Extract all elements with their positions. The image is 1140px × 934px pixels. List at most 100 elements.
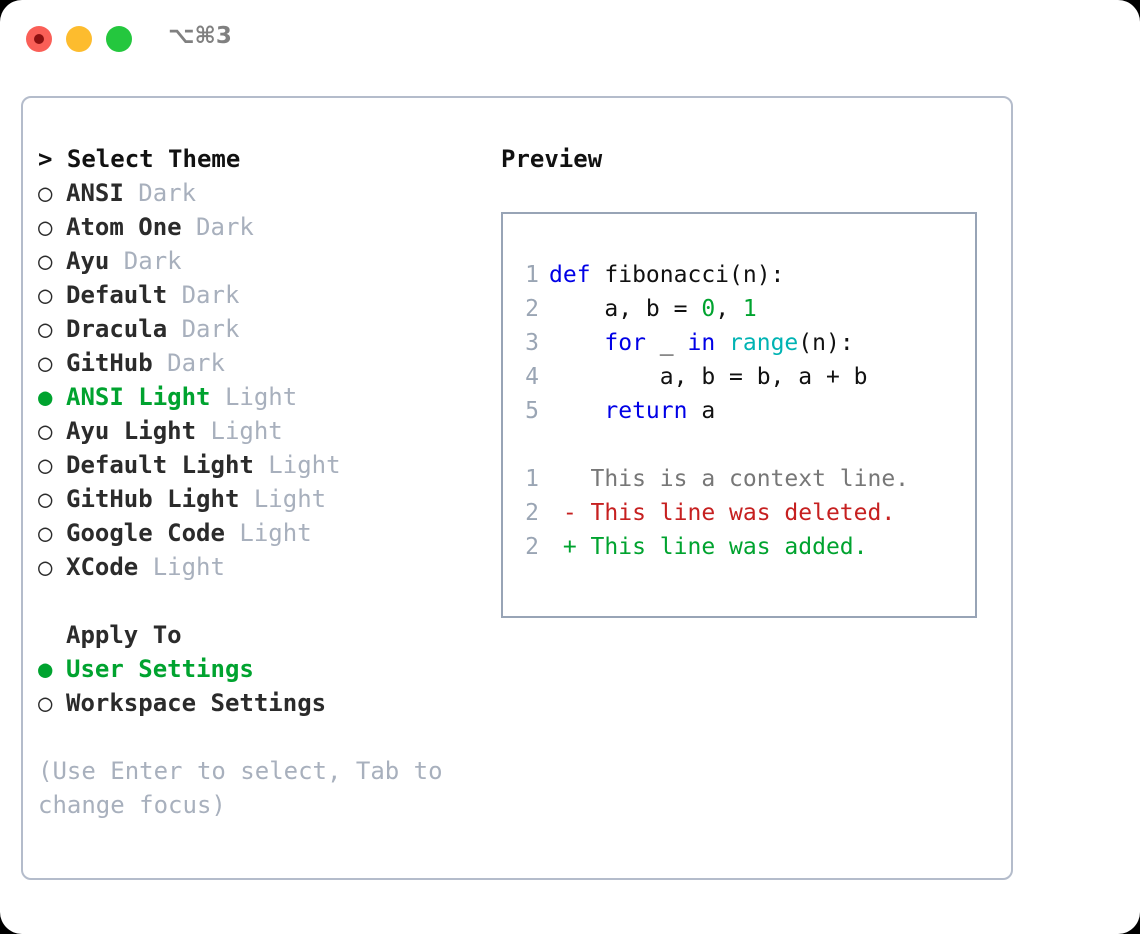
line-number: 2 xyxy=(525,296,539,322)
code-token: return xyxy=(604,398,688,424)
code-token: a xyxy=(687,398,716,424)
section-spacer xyxy=(38,584,488,618)
code-diff-gap xyxy=(517,428,975,462)
theme-option-ansi[interactable]: ○ANSI Dark xyxy=(38,176,488,210)
theme-option-default[interactable]: ○ Default Dark xyxy=(38,278,488,312)
apply-to-heading-text: Apply To xyxy=(66,621,182,649)
theme-option-github[interactable]: ○GitHub Dark xyxy=(38,346,488,380)
radio-unselected-icon: ○ xyxy=(38,247,53,275)
code-token: in xyxy=(687,330,716,356)
diff-line-del: 2 - This line was deleted. xyxy=(517,496,975,530)
theme-option-label: Google Code xyxy=(66,519,225,547)
code-line: 1 def fibonacci(n): xyxy=(517,258,975,292)
theme-option-variant-tag: Light xyxy=(239,485,327,513)
code-token xyxy=(549,330,604,356)
code-token: _ xyxy=(645,330,688,356)
theme-option-label: GitHub Light xyxy=(66,485,240,513)
diff-text: This line was added. xyxy=(590,534,868,560)
theme-option-xcode[interactable]: ○ XCode Light xyxy=(38,550,488,584)
page-title-text: Select Theme xyxy=(66,145,241,173)
minimize-window-button[interactable] xyxy=(66,26,92,52)
radio-unselected-icon: ○ xyxy=(38,553,53,581)
code-token xyxy=(549,398,604,424)
code-token: for xyxy=(604,330,646,356)
close-window-button[interactable] xyxy=(26,26,52,52)
theme-option-list: ○ANSI Dark○Atom One Dark○Ayu Dark○Defaul… xyxy=(38,176,488,584)
diff-sign: + xyxy=(549,534,591,560)
radio-unselected-icon: ○ xyxy=(38,417,53,445)
code-line: 5 return a xyxy=(517,394,975,428)
theme-option-variant-tag: Dark xyxy=(109,247,182,275)
theme-option-ayu[interactable]: ○ Ayu Dark xyxy=(38,244,488,278)
apply-to-option-label: User Settings xyxy=(66,655,254,683)
radio-unselected-icon: ○ xyxy=(38,689,53,717)
diff-sign: - xyxy=(549,500,591,526)
radio-unselected-icon: ○ xyxy=(38,349,53,377)
radio-unselected-icon: ○ xyxy=(38,179,53,207)
diff-text: This is a context line. xyxy=(590,466,910,492)
apply-to-option-label: Workspace Settings xyxy=(66,689,327,717)
content-panel: > Select Theme ○ANSI Dark○Atom One Dark○… xyxy=(21,96,1013,880)
apply-to-option-list: ●User Settings ○ Workspace Settings xyxy=(38,652,488,720)
diff-line-ctx: 1 This is a context line. xyxy=(517,462,975,496)
theme-option-atom-one[interactable]: ○Atom One Dark xyxy=(38,210,488,244)
apply-to-option-user-settings[interactable]: ●User Settings xyxy=(38,652,488,686)
code-token xyxy=(715,330,729,356)
theme-option-label: Default Light xyxy=(66,451,254,479)
theme-picker-column: > Select Theme ○ANSI Dark○Atom One Dark○… xyxy=(38,142,488,822)
preview-heading: Preview xyxy=(501,145,603,173)
line-number: 1 xyxy=(525,262,539,288)
theme-option-dracula[interactable]: ○Dracula Dark xyxy=(38,312,488,346)
theme-option-variant-tag: Light xyxy=(224,519,312,547)
theme-option-label: Atom One xyxy=(66,213,182,241)
radio-unselected-icon: ○ xyxy=(38,281,53,309)
apply-to-option-workspace-settings[interactable]: ○ Workspace Settings xyxy=(38,686,488,720)
theme-option-variant-tag: Light xyxy=(138,553,225,581)
line-number: 4 xyxy=(525,364,539,390)
diff-line-add: 2 + This line was added. xyxy=(517,530,975,564)
code-token: def xyxy=(549,262,591,288)
theme-option-github-light[interactable]: ○ GitHub Light Light xyxy=(38,482,488,516)
line-number: 1 xyxy=(525,466,539,492)
code-token: (n): xyxy=(798,330,854,356)
keyboard-shortcut-label: ⌥⌘3 xyxy=(168,23,232,49)
radio-unselected-icon: ○ xyxy=(38,451,53,479)
line-number: 5 xyxy=(525,398,539,424)
diff-text: This line was deleted. xyxy=(590,500,896,526)
theme-option-google-code[interactable]: ○ Google Code Light xyxy=(38,516,488,550)
code-token: fibonacci(n): xyxy=(590,262,785,288)
code-line: 4 a, b = b, a + b xyxy=(517,360,975,394)
diff-sample: 1 This is a context line.2 - This line w… xyxy=(517,462,975,564)
theme-option-label: Ayu Light xyxy=(66,417,197,445)
code-line: 2 a, b = 0, 1 xyxy=(517,292,975,326)
theme-option-default-light[interactable]: ○ Default Light Light xyxy=(38,448,488,482)
theme-option-ayu-light[interactable]: ○Ayu Light Light xyxy=(38,414,488,448)
theme-option-variant-tag: Dark xyxy=(123,179,197,207)
radio-unselected-icon: ○ xyxy=(38,315,53,343)
theme-option-variant-tag: Dark xyxy=(152,349,225,377)
theme-option-variant-tag: Light xyxy=(253,451,341,479)
theme-option-label: XCode xyxy=(66,553,139,581)
code-token: range xyxy=(729,330,799,356)
keyboard-hint-text: (Use Enter to select, Tab to change focu… xyxy=(38,757,458,819)
theme-option-variant-tag: Dark xyxy=(167,315,240,343)
theme-option-variant-tag: Dark xyxy=(167,281,240,309)
traffic-light-controls xyxy=(26,26,132,52)
radio-selected-icon: ● xyxy=(38,383,53,411)
code-token: , xyxy=(715,296,743,322)
radio-unselected-icon: ○ xyxy=(38,485,53,513)
theme-option-label: Ayu xyxy=(66,247,110,275)
apply-to-heading: Apply To xyxy=(38,618,488,652)
maximize-window-button[interactable] xyxy=(106,26,132,52)
diff-sign xyxy=(549,466,591,492)
radio-unselected-icon: ○ xyxy=(38,519,53,547)
theme-option-label: Default xyxy=(66,281,168,309)
theme-option-ansi-light[interactable]: ●ANSI Light Light xyxy=(38,380,488,414)
line-number: 3 xyxy=(525,330,539,356)
code-line: 3 for _ in range(n): xyxy=(517,326,975,360)
title-bar: ⌥⌘3 xyxy=(0,0,1140,78)
